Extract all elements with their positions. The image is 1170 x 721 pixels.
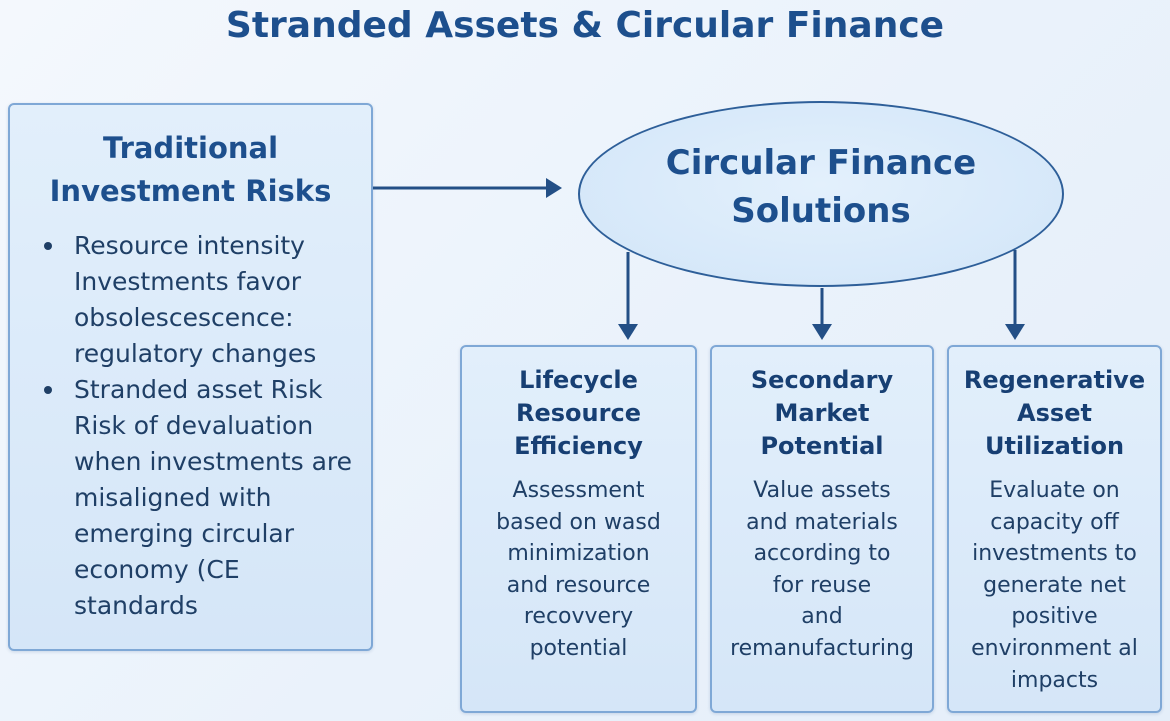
arrow-head-down-icon bbox=[812, 324, 832, 340]
traditional-risks-box: Traditional Investment Risks Resource in… bbox=[8, 103, 373, 651]
diagram-title: Stranded Assets & Circular Finance bbox=[225, 5, 945, 46]
solution-description: Evaluate on capacity off investments to … bbox=[971, 478, 1138, 693]
solution-heading: Lifecycle Resource Efficiency bbox=[514, 366, 643, 460]
traditional-risks-heading-text: Traditional Investment Risks bbox=[49, 131, 332, 208]
risk-bullet-text: Resource intensity Investments favor obs… bbox=[74, 231, 317, 368]
bullet-dot-icon bbox=[44, 242, 52, 250]
risk-bullet-text: Stranded asset Risk Risk of devaluation … bbox=[74, 375, 353, 620]
traditional-risks-heading: Traditional Investment Risks bbox=[10, 127, 371, 213]
arrow-head-right-icon bbox=[546, 178, 562, 198]
solution-box-secondary-market: Secondary Market Potential Value assets … bbox=[710, 345, 934, 713]
solution-box-lifecycle: Lifecycle Resource Efficiency Assessment… bbox=[460, 345, 697, 713]
arrow-head-down-icon bbox=[618, 324, 638, 340]
circular-finance-label: Circular Finance Solutions bbox=[665, 143, 977, 231]
arrow-head-down-icon bbox=[1005, 324, 1025, 340]
solution-description: Assessment based on wasd minimization an… bbox=[496, 478, 661, 661]
solution-heading: Secondary Market Potential bbox=[750, 366, 894, 460]
solution-box-regenerative: Regenerative Asset Utilization Evaluate … bbox=[947, 345, 1162, 713]
risk-bullet-list: Resource intensity Investments favor obs… bbox=[38, 228, 366, 624]
risk-bullet-item: Stranded asset Risk Risk of devaluation … bbox=[38, 372, 366, 624]
circular-finance-ellipse: Circular Finance Solutions bbox=[578, 101, 1064, 287]
risk-bullet-item: Resource intensity Investments favor obs… bbox=[38, 228, 366, 372]
solution-heading: Regenerative Asset Utilization bbox=[963, 366, 1146, 460]
solution-description: Value assets and materials according to … bbox=[730, 478, 914, 661]
bullet-dot-icon bbox=[44, 386, 52, 394]
